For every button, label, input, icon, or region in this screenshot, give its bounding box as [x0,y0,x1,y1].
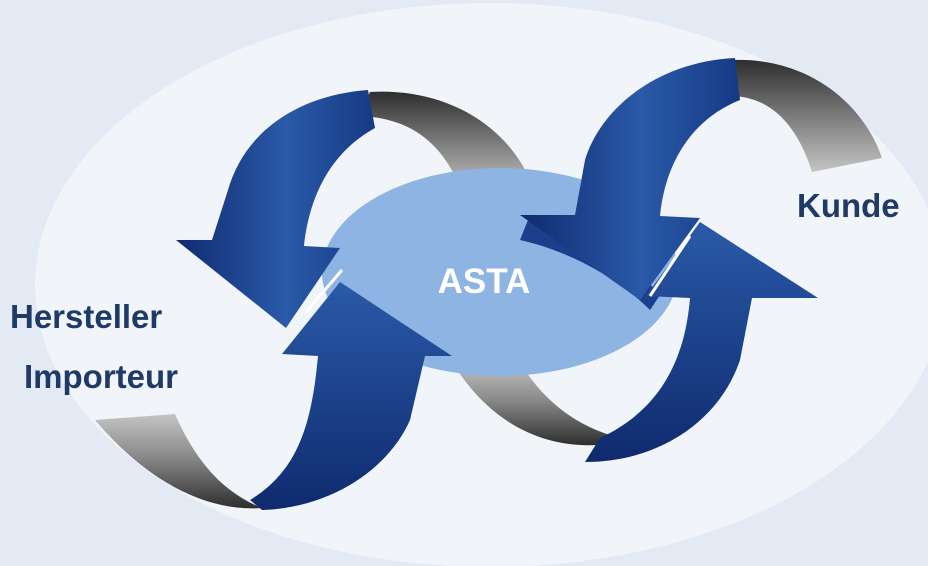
left-label-importeur: Importeur [24,358,178,395]
gap-line-left [304,269,344,313]
arrow-right-down [520,58,740,300]
arrow-right-up [585,222,818,462]
gray-band-left-top [360,91,532,192]
arrow-left-up [250,282,452,510]
gray-band-left-bottom [95,414,262,509]
left-label-hersteller: Hersteller [10,298,162,335]
gap-line-right [648,235,692,297]
center-label: ASTA [438,262,531,301]
gray-band-right-top [730,59,882,172]
arrow-left-down [176,90,375,328]
gray-band-center-bottom [452,362,630,446]
right-label-kunde: Kunde [797,187,900,224]
